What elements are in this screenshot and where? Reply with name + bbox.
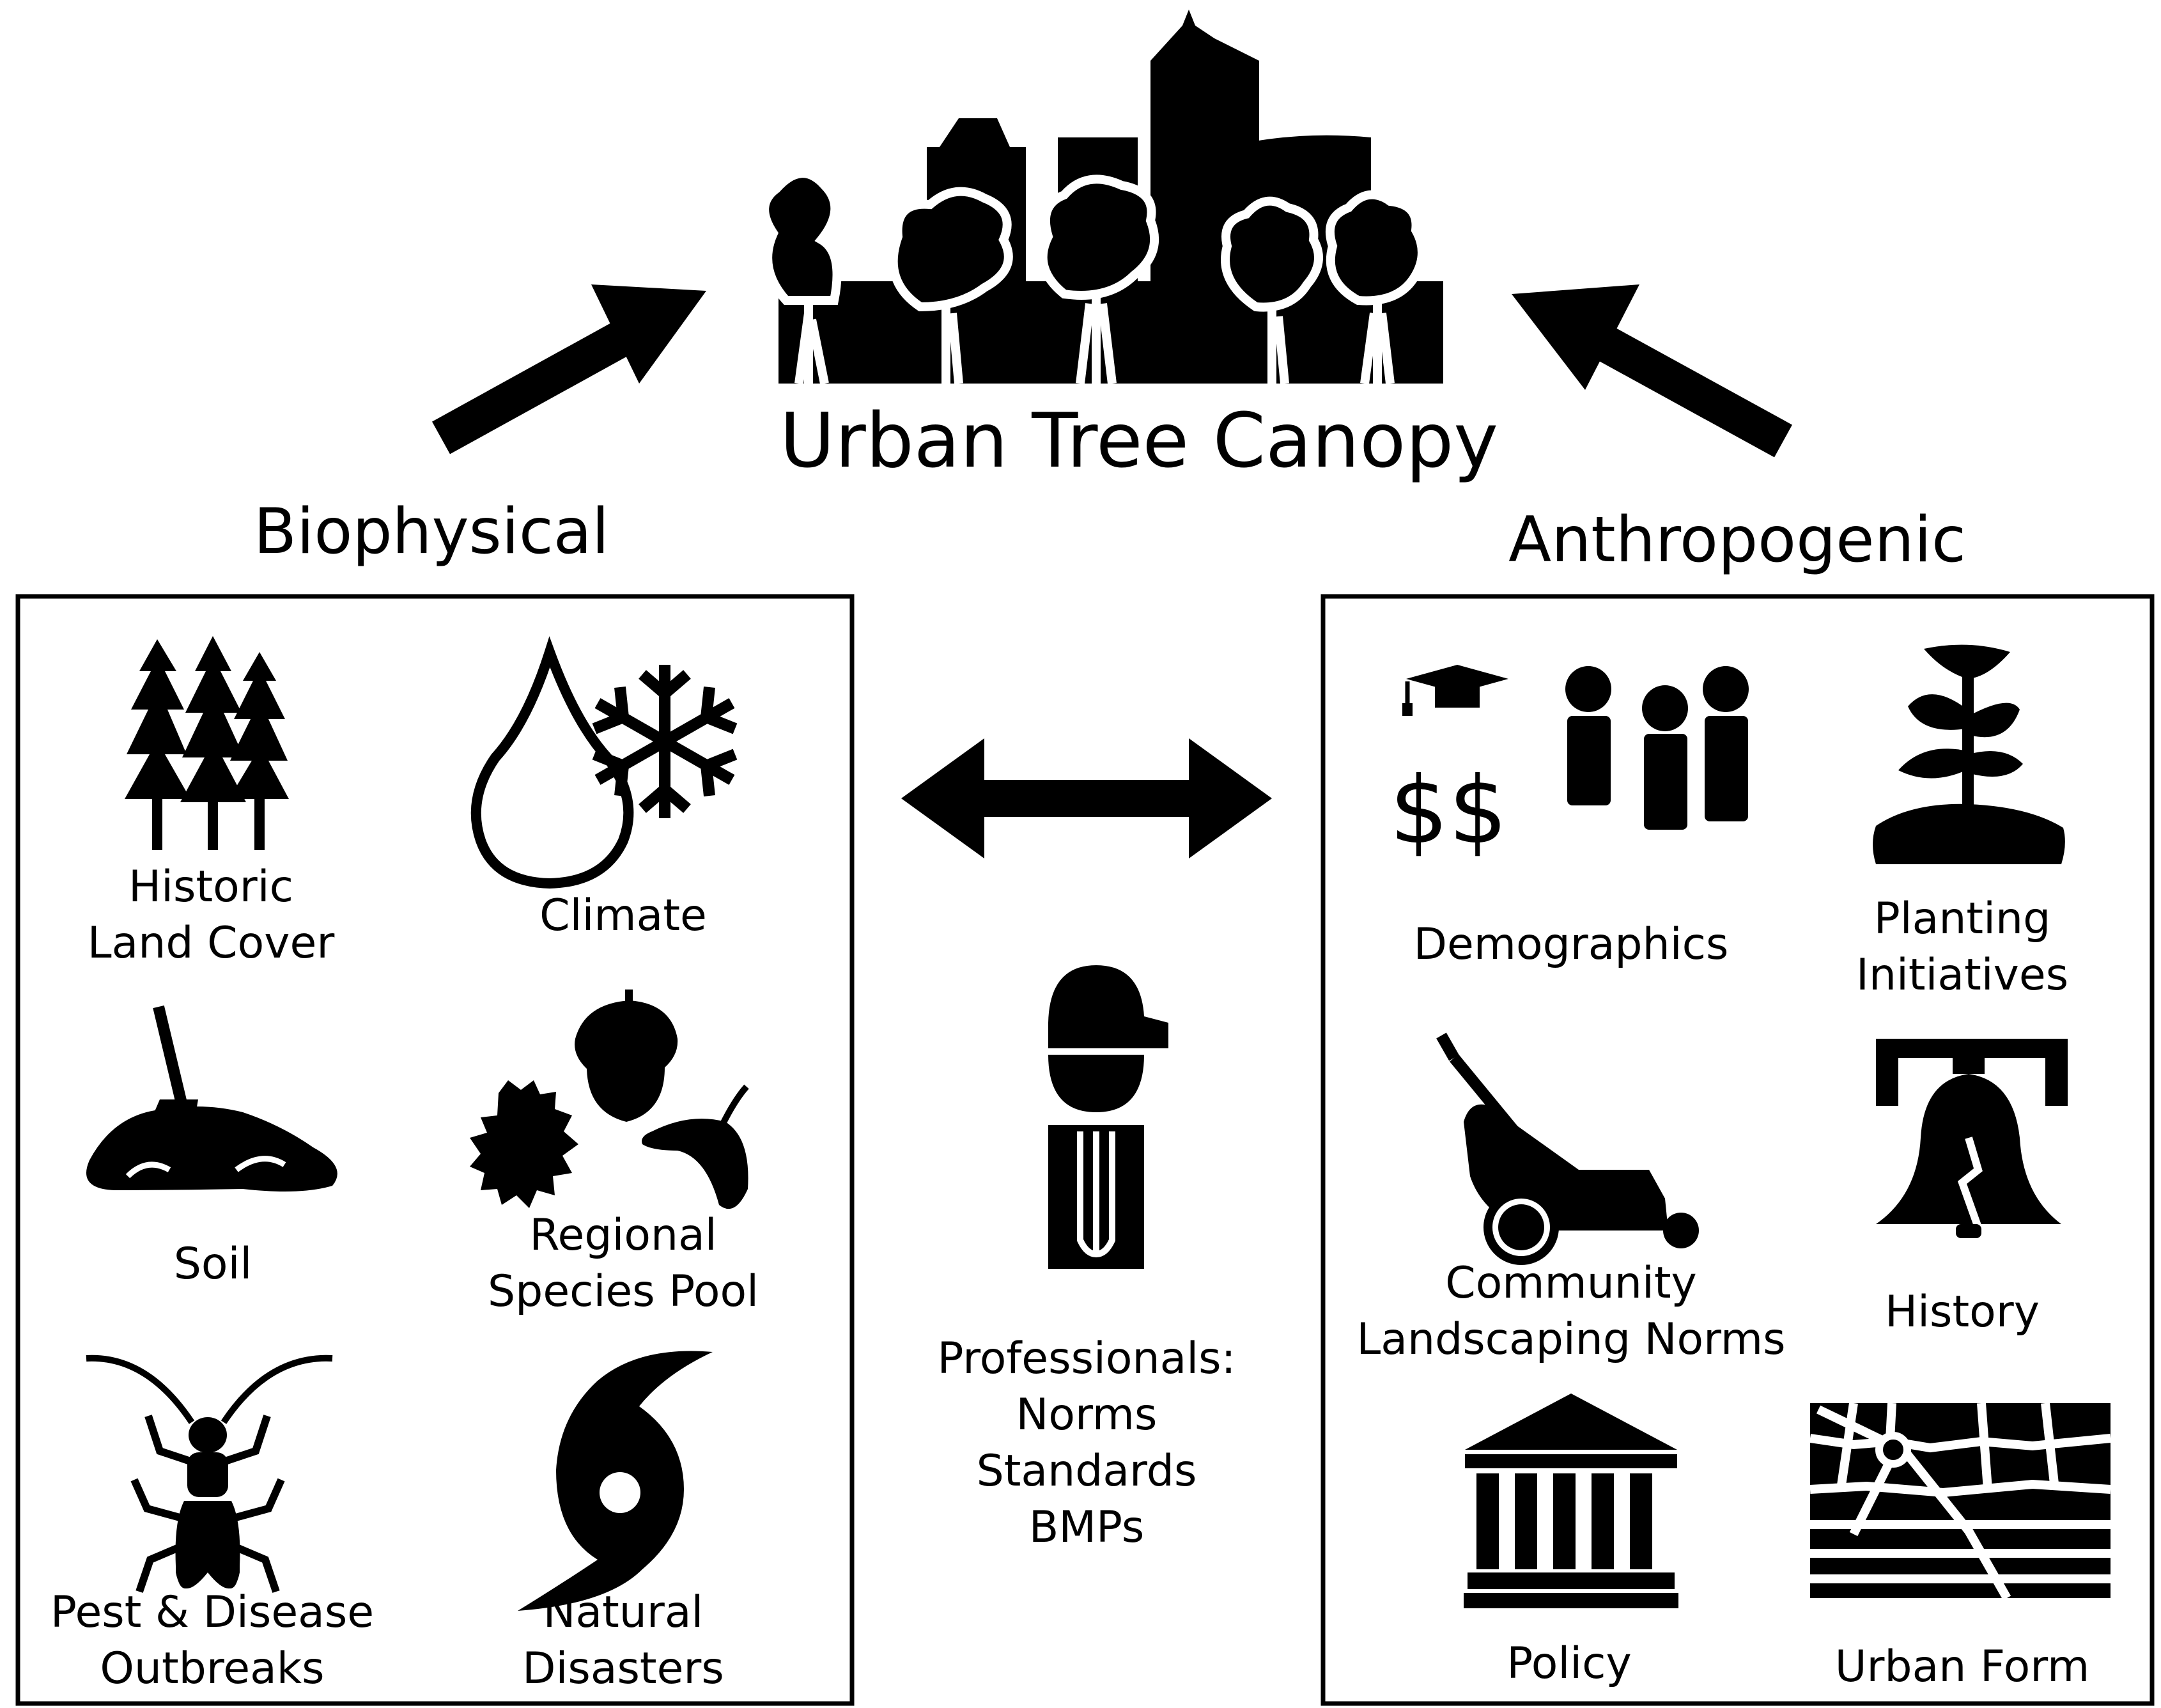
diagram-title: Urban Tree Canopy [780,396,1498,485]
label-professionals-line: Standards [977,1446,1197,1496]
soil-shovel-icon [86,1005,337,1192]
label-policy: Policy [1507,1638,1632,1689]
city-skyline-trees-icon [760,10,1443,385]
label-regional-species-pool-line: Regional [529,1210,716,1261]
label-policy-line: Policy [1507,1638,1632,1689]
anthropogenic-heading: Anthropogenic [1508,504,1966,577]
label-soil: Soil [174,1239,252,1289]
double-arrow-icon [901,738,1272,858]
government-building-icon [1464,1394,1678,1608]
label-urban-form: Urban Form [1835,1642,2090,1692]
label-demographics-line: Demographics [1414,919,1729,970]
label-pest-disease-outbreaks-line: Pest & Disease [50,1587,374,1638]
label-natural-disasters-line: Natural [543,1587,704,1638]
seedling-icon [1873,644,2065,864]
label-professionals-line: Professionals: [937,1333,1235,1384]
liberty-bell-icon [1876,1039,2068,1238]
label-professionals-line: BMPs [1029,1502,1145,1553]
biophysical-heading: Biophysical [254,495,609,568]
label-historic-land-cover-line: Historic [128,862,293,912]
anthropogenic-panel [1321,594,2155,1706]
label-urban-form-line: Urban Form [1835,1642,2090,1692]
label-professionals-line: Norms [1016,1390,1158,1440]
street-map-icon [1809,1402,2111,1601]
label-historic-land-cover-line: Land Cover [88,918,335,968]
label-planting-initiatives-line: Planting [1874,894,2050,944]
hurricane-icon [518,1351,713,1611]
people-money-icon: $$ [1390,665,1749,865]
water-drop-snowflake-icon [470,636,738,889]
lawn-mower-icon [1436,1032,1699,1265]
label-history: History [1885,1287,2040,1337]
label-climate: Climate [539,890,707,941]
svg-text:$$: $$ [1390,757,1508,865]
label-planting-initiatives-line: Initiatives [1856,950,2068,1000]
worker-icon [1048,965,1168,1269]
label-history-line: History [1885,1287,2040,1337]
tree-stand-icon [125,636,289,850]
label-pest-disease-outbreaks-line: Outbreaks [100,1643,324,1694]
arrow-up-left-icon [1512,284,1792,458]
label-demographics: Demographics [1414,919,1729,970]
label-climate-line: Climate [539,890,707,941]
label-community-landscaping-norms-line: Community [1445,1258,1697,1308]
label-regional-species-pool-line: Species Pool [488,1266,759,1317]
label-community-landscaping-norms-line: Landscaping Norms [1356,1314,1785,1365]
beetle-icon [86,1355,333,1593]
label-natural-disasters-line: Disasters [522,1643,724,1694]
arrow-up-right-icon [431,284,706,454]
pinecone-acorn-seed-icon [470,990,749,1209]
biophysical-panel [15,594,855,1706]
label-soil-line: Soil [174,1239,252,1289]
